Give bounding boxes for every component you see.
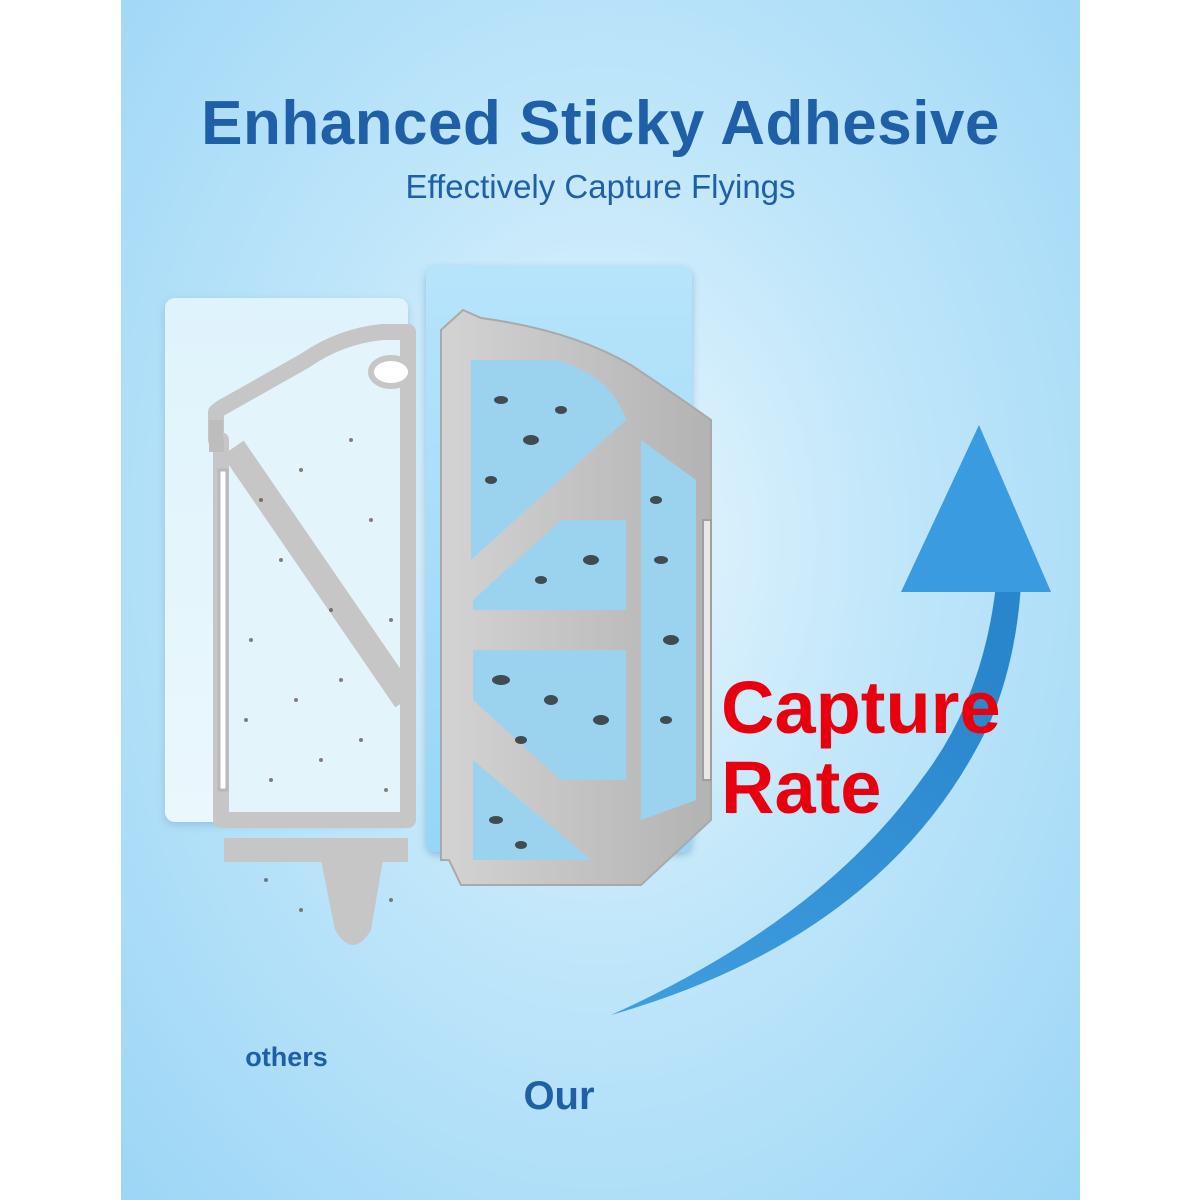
others-label: others [245, 1042, 328, 1072]
headline: Enhanced Sticky Adhesive [201, 89, 1000, 158]
subheadline: Effectively Capture Flyings [405, 168, 796, 205]
capture-rate-callout: Capture Rate [721, 668, 1061, 828]
callout-line-2: Rate [721, 746, 882, 829]
others-trap-frame [208, 324, 417, 945]
callout-line-1: Capture [721, 666, 1001, 749]
our-trap-frame [440, 308, 712, 886]
up-arrow-icon [611, 425, 1051, 1015]
trap-illustration [208, 308, 1051, 1015]
product-banner: Enhanced Sticky Adhesive Effectively Cap… [121, 0, 1080, 1200]
our-label: Our [523, 1074, 595, 1118]
